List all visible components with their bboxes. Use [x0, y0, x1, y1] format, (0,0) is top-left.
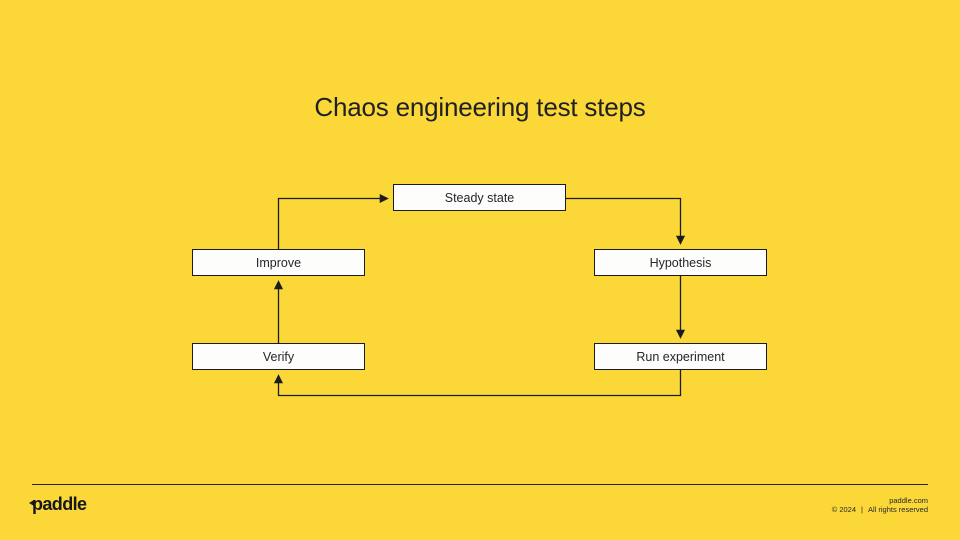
edge-improve-to-steady-state [277, 193, 389, 249]
page-title: Chaos engineering test steps [314, 92, 646, 122]
node-verify: Verify [192, 343, 365, 370]
node-label: Steady state [444, 190, 515, 205]
footer-website: paddle.com [889, 496, 928, 505]
node-run-experiment: Run experiment [594, 343, 767, 370]
footer-copyright-line: © 2024 | All rights reserved [832, 505, 928, 514]
edge-steady-state-to-hypothesis [566, 197, 686, 245]
node-label: Verify [262, 349, 295, 364]
footer-separator: | [861, 505, 863, 514]
node-steady-state: Steady state [393, 184, 566, 211]
footer-divider [32, 484, 928, 485]
paddle-logo: paddle [28, 494, 87, 514]
footer-copyright: © 2024 [831, 505, 857, 514]
node-label: Hypothesis [649, 255, 712, 270]
footer-rights: All rights reserved [867, 505, 928, 514]
node-improve: Improve [192, 249, 365, 276]
node-hypothesis: Hypothesis [594, 249, 767, 276]
node-label: Run experiment [636, 349, 725, 364]
edge-run-experiment-to-verify [273, 370, 682, 397]
footer-legal: paddle.com © 2024 | All rights reserved [832, 496, 928, 514]
node-label: Improve [255, 255, 302, 270]
paddle-logo-text: paddle [28, 494, 87, 514]
